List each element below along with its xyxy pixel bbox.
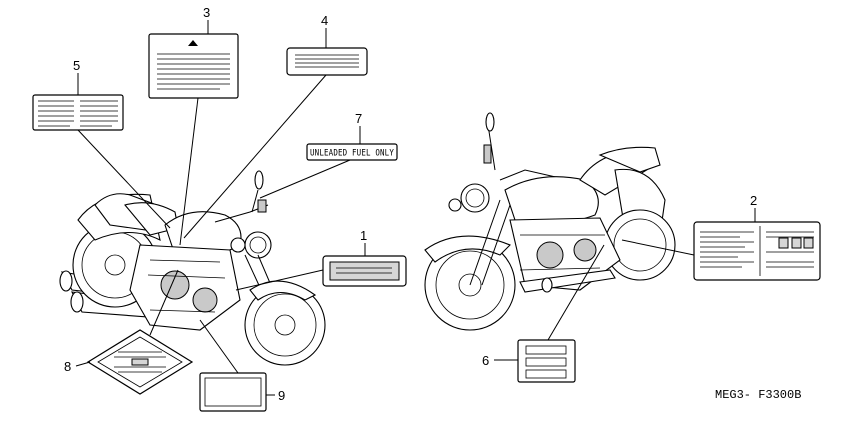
callout-number: 9	[278, 388, 285, 403]
label-5	[32, 94, 124, 131]
label-6	[517, 339, 576, 383]
left-motorcycle	[59, 170, 326, 366]
right-motorcycle	[424, 112, 676, 331]
label-1	[322, 255, 407, 287]
label-8	[86, 329, 194, 395]
callout-number: 5	[73, 58, 80, 73]
leader-lines	[75, 20, 756, 396]
callout-number: 1	[360, 228, 367, 243]
label-7: UNLEADED FUEL ONLY	[306, 143, 398, 161]
callout-number: 6	[482, 353, 489, 368]
callout-number: 4	[321, 13, 328, 28]
label-2	[693, 221, 821, 281]
label-4	[286, 47, 368, 76]
figure-code: MEG3- F3300B	[715, 388, 801, 402]
callout-number: 7	[355, 111, 362, 126]
callout-numbers: 1 2 3 4 5 6 7 8 9	[64, 5, 757, 403]
label-7-text: UNLEADED FUEL ONLY	[310, 149, 394, 159]
label-3	[148, 33, 239, 99]
label-9	[199, 372, 267, 412]
callout-number: 8	[64, 359, 71, 374]
callout-number: 2	[750, 193, 757, 208]
callout-number: 3	[203, 5, 210, 20]
